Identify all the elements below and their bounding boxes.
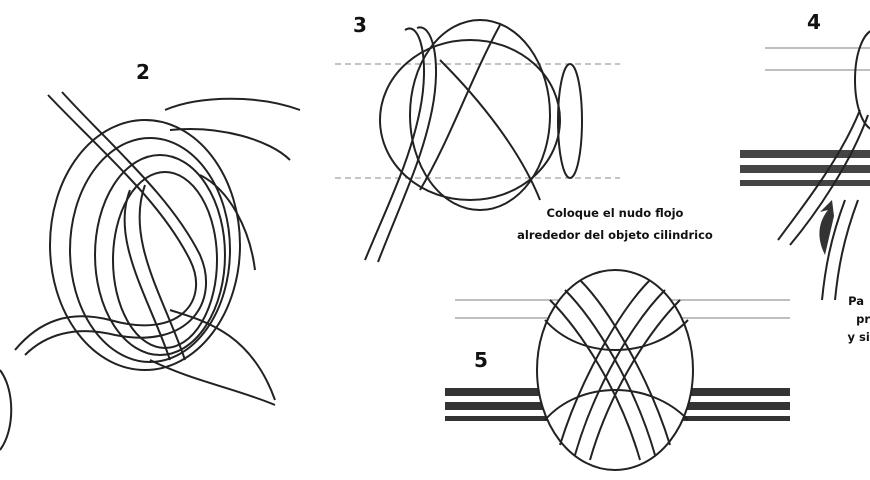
rope-strand: [574, 289, 666, 456]
rope-strand: [544, 389, 689, 421]
rope-strand: [544, 319, 689, 351]
rope-strand: [549, 299, 641, 461]
rope-loop: [379, 39, 561, 201]
rope-strand: [564, 289, 656, 456]
rope-loop: [854, 30, 870, 130]
caption-line-1: Pa: [848, 294, 864, 308]
step-number-3: 3: [353, 13, 367, 37]
rope-loop: [409, 19, 551, 211]
step-number-5: 5: [474, 348, 488, 372]
rope-strand: [123, 189, 171, 361]
rope-strand: [777, 109, 861, 241]
step-5-drawing: [445, 269, 790, 471]
rope-strand: [24, 91, 208, 356]
step-4-drawing: [740, 30, 870, 301]
cylinder-stripe: [740, 180, 870, 186]
rope-strand: [14, 94, 197, 351]
cylinder-stripe: [740, 150, 870, 158]
step-3-caption: Coloque el nudo flojo alrededor del obje…: [500, 202, 730, 246]
rope-strand: [138, 184, 186, 361]
caption-line-2: alrededor del objeto cilindrico: [517, 228, 713, 242]
rope-loop: [69, 137, 231, 363]
step-number-2: 2: [136, 60, 150, 84]
step-3-drawing: [335, 19, 620, 263]
step-number-4: 4: [807, 10, 821, 34]
finished-knot: [536, 269, 694, 471]
step-4-caption: Pa pr y sig: [808, 292, 870, 346]
rope-loop: [94, 154, 226, 356]
caption-line-3: y sig: [847, 330, 870, 344]
rope-loop: [49, 119, 241, 371]
rope-strand: [789, 114, 869, 246]
arrow-icon: [819, 200, 834, 255]
rope-strand: [439, 59, 541, 201]
rope-strand: [419, 24, 501, 191]
step-2-drawing: [0, 91, 301, 451]
cylinder-end: [557, 63, 583, 179]
rope-strand: [589, 299, 681, 461]
rope-strand: [364, 27, 426, 261]
rope-strand: [377, 26, 438, 263]
rope-strand: [834, 199, 859, 301]
rope-strand: [821, 199, 846, 301]
caption-line-1: Coloque el nudo flojo: [546, 206, 684, 220]
cylinder-stripe: [740, 165, 870, 173]
hand-thumb: [0, 369, 13, 451]
caption-line-2: pr: [856, 312, 870, 326]
